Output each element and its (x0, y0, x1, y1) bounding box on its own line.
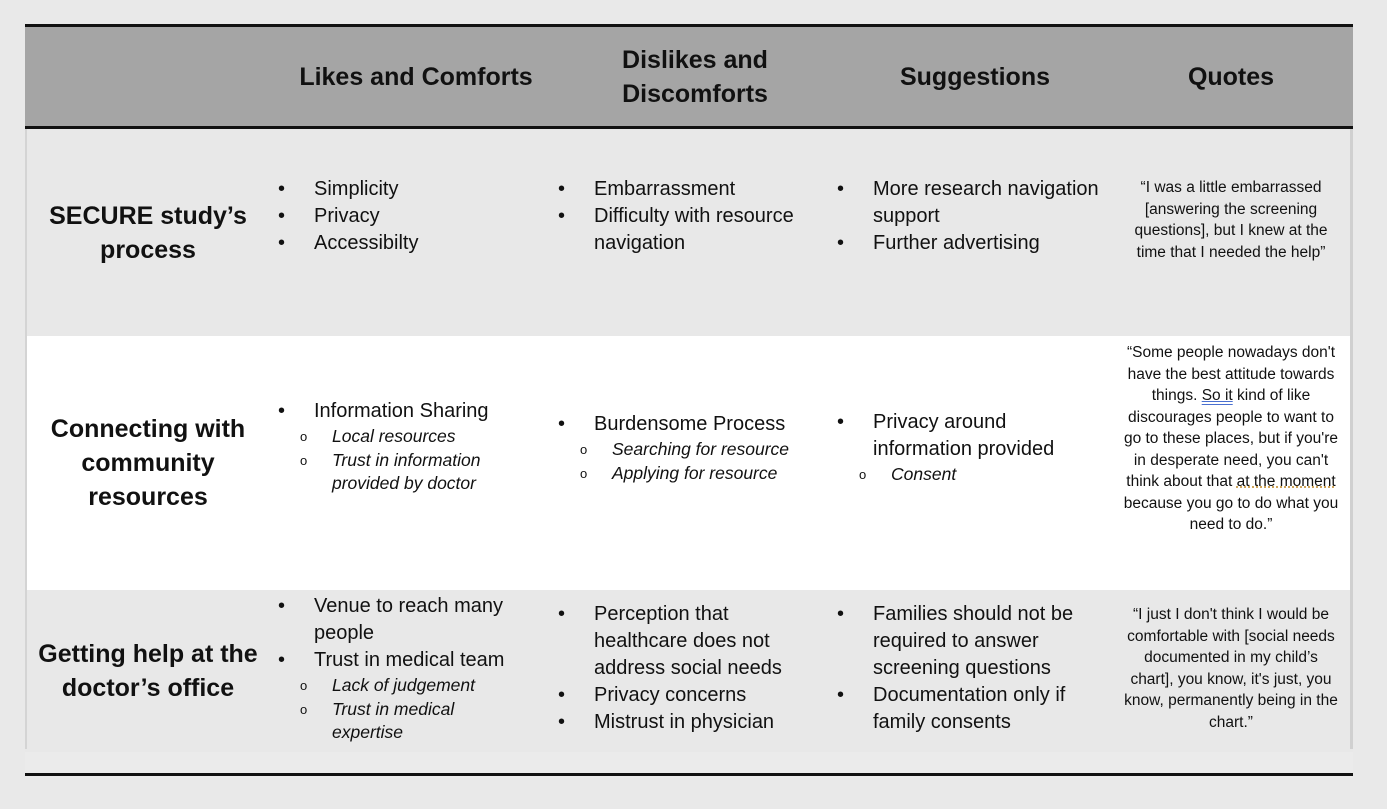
list-item: Privacy (278, 203, 548, 230)
header-dislikes-line2: Discomforts (622, 79, 768, 108)
list-item: Burdensome Process Searching for resourc… (558, 411, 838, 485)
row-title-line: process (100, 235, 196, 264)
quote-text: because you go to do what you need to do… (1123, 494, 1339, 534)
row-title: SECURE study’s process (25, 129, 271, 336)
list-item: Perception that healthcare does not addr… (558, 601, 818, 682)
row-title-line: resources (88, 483, 208, 511)
quote-text-grammar-flag: So it (1201, 387, 1233, 404)
list-item: More research navigation support (837, 176, 1115, 230)
table-row-doctors-office: Getting help at the doctor’s office Venu… (25, 590, 1353, 752)
row-title: Connecting with community resources (25, 336, 271, 590)
quote-text-style-flag: at the moment (1236, 473, 1336, 490)
list-item: Information Sharing Local resources Trus… (278, 398, 548, 496)
list-item: Simplicity (278, 176, 548, 203)
suggestions-cell: Privacy around information provided Cons… (837, 409, 1087, 487)
right-shadow (1350, 129, 1353, 749)
sub-list-item: Searching for resource (558, 438, 838, 462)
left-shadow (25, 129, 27, 749)
list-item: Embarrassment (558, 176, 828, 203)
dislikes-cell: Burdensome Process Searching for resourc… (558, 411, 838, 485)
list-item: Accessibilty (278, 230, 548, 257)
header-suggestions-text: Suggestions (899, 62, 1050, 91)
bottom-rule (25, 773, 1353, 776)
list-item-text: Privacy around information provided (873, 411, 1055, 460)
list-item: Trust in medical team Lack of judgement … (278, 647, 548, 745)
quote-cell: “I was a little embarrassed [answering t… (1134, 179, 1328, 261)
sub-list-item: Trust in medical expertise (278, 698, 548, 745)
dislikes-cell: Perception that healthcare does not addr… (558, 601, 818, 736)
suggestions-cell: More research navigation support Further… (837, 176, 1115, 257)
row-title-line: doctor’s office (61, 674, 235, 702)
table-header: Likes and Comforts Dislikes and Discomfo… (25, 27, 1353, 126)
list-item: Venue to reach many people (278, 593, 548, 647)
header-rule (25, 126, 1353, 129)
list-item: Further advertising (837, 230, 1115, 257)
quote-cell: “I just I don't think I would be comfort… (1124, 606, 1338, 731)
table-row-secure-process: SECURE study’s process Simplicity Privac… (25, 129, 1353, 336)
suggestions-cell: Families should not be required to answe… (837, 601, 1107, 736)
row-title-line: community (81, 449, 215, 477)
dislikes-cell: Embarrassment Difficulty with resource n… (558, 176, 828, 257)
likes-cell: Simplicity Privacy Accessibilty (278, 176, 548, 257)
quote-cell: “Some people nowadays don't have the bes… (1123, 342, 1339, 536)
table-row-community-resources: Connecting with community resources Info… (25, 336, 1353, 590)
list-item: Documentation only if family consents (837, 682, 1107, 736)
row-title-line: Connecting with (50, 415, 246, 443)
list-item: Families should not be required to answe… (837, 601, 1107, 682)
header-dislikes-line1: Dislikes and (622, 45, 768, 74)
quote-text: “Some people nowadays don't have the bes… (1126, 344, 1336, 404)
list-item-text: Burdensome Process (594, 413, 786, 435)
header-likes-text: Likes and Comforts (299, 62, 533, 91)
list-item: Privacy concerns (558, 682, 818, 709)
quote-text: kind of like discourages people to want … (1123, 387, 1339, 490)
row-title: Getting help at the doctor’s office (25, 590, 271, 752)
sub-list-item: Applying for resource (558, 462, 838, 486)
list-item: Difficulty with resource navigation (558, 203, 828, 257)
header-quotes-text: Quotes (1187, 62, 1275, 91)
sub-list-item: Local resources (278, 425, 548, 449)
list-item: Mistrust in physician (558, 709, 818, 736)
list-item: Privacy around information provided Cons… (837, 409, 1087, 487)
list-item-text: Information Sharing (314, 400, 489, 422)
likes-cell: Information Sharing Local resources Trus… (278, 398, 548, 496)
top-rule (25, 24, 1353, 27)
results-table: Likes and Comforts Dislikes and Discomfo… (25, 24, 1353, 778)
header-quotes: Quotes (1123, 27, 1339, 126)
sub-list-item: Trust in information provided by doctor (278, 449, 548, 496)
header-suggestions: Suggestions (845, 27, 1105, 126)
list-item-text: Trust in medical team (314, 649, 505, 671)
row-title-line: SECURE study’s (49, 201, 247, 230)
sub-list-item: Lack of judgement (278, 674, 548, 698)
header-likes: Likes and Comforts (289, 27, 543, 126)
header-dislikes: Dislikes and Discomforts (573, 27, 817, 126)
row-title-line: Getting help at the (38, 640, 258, 668)
sub-list-item: Consent (837, 463, 1087, 487)
likes-cell: Venue to reach many people Trust in medi… (278, 593, 548, 745)
